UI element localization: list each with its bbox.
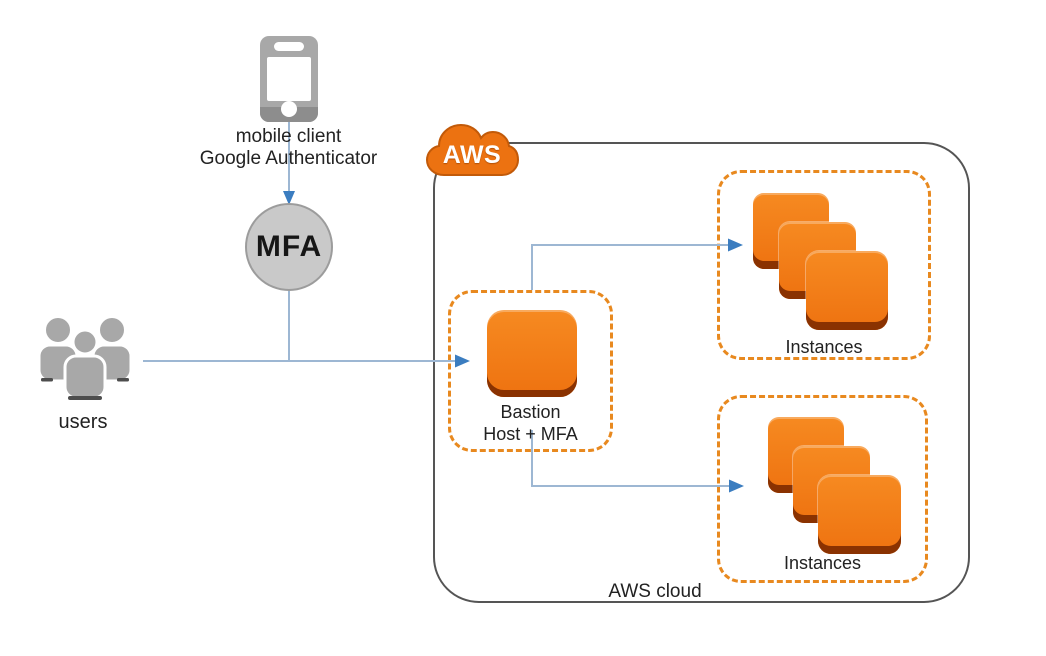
- aws-logo-text: AWS: [442, 141, 502, 169]
- users-label: users: [58, 411, 108, 433]
- instances-label-bottom: Instances: [783, 553, 862, 573]
- mfa-circle: MFA: [245, 203, 333, 291]
- instances-label-top: Instances: [785, 337, 863, 357]
- user-back-left-head: [43, 315, 73, 345]
- bastion-host-icon: [487, 310, 577, 397]
- phone-screen: [267, 57, 311, 101]
- phone-speaker: [274, 42, 304, 51]
- bastion-group-box: [448, 290, 613, 452]
- user-front-head: [71, 328, 99, 356]
- aws-cloud-label: AWS cloud: [608, 581, 702, 602]
- phone-home-button: [281, 101, 297, 117]
- user-front-body: [63, 354, 107, 400]
- mobile-client-label-line1: mobile client: [235, 126, 342, 147]
- users-icon: [37, 315, 133, 400]
- user-back-right-head: [97, 315, 127, 345]
- instance-icon: [806, 251, 888, 330]
- bastion-host-label-line1: Bastion: [500, 402, 561, 422]
- instance-icon: [818, 475, 901, 554]
- bastion-host-label: Bastion Host + MFA: [448, 401, 613, 445]
- mobile-client-label-line2: Google Authenticator: [199, 148, 378, 169]
- bastion-host-label-line2: Host + MFA: [483, 424, 578, 444]
- mfa-label: MFA: [255, 230, 323, 263]
- aws-cloud-icon: [425, 123, 520, 176]
- mobile-client-label: mobile client Google Authenticator: [180, 126, 397, 170]
- instances-group-box-bottom: [717, 395, 928, 583]
- mobile-phone-icon: [260, 36, 318, 122]
